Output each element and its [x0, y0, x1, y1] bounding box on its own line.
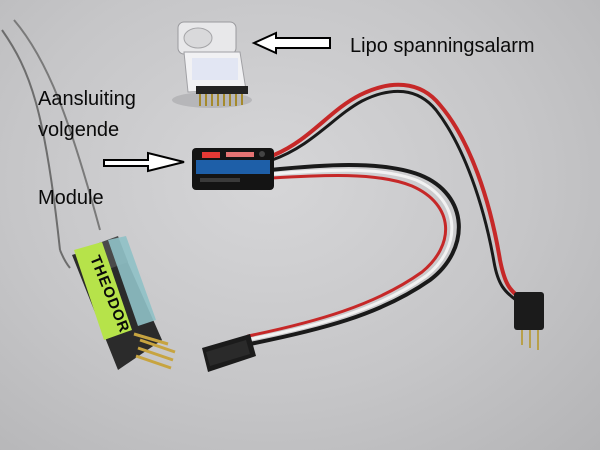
servo-wires — [243, 82, 522, 347]
label-connection-line2: volgende — [38, 119, 120, 141]
servo-connector — [202, 334, 256, 372]
label-lipo-alarm: Lipo spanningsalarm — [350, 35, 535, 57]
arrow-connector-icon — [103, 151, 185, 173]
connector-board — [192, 148, 274, 190]
lipo-alarm-device — [172, 21, 252, 108]
antenna-wires — [1, 19, 101, 269]
arrow-lipo-icon — [251, 31, 331, 55]
receiver-module: THEODOR — [72, 236, 176, 370]
header-pins — [514, 292, 544, 350]
label-module: Module — [38, 187, 104, 209]
label-connection-line1: Aansluiting — [38, 88, 136, 110]
